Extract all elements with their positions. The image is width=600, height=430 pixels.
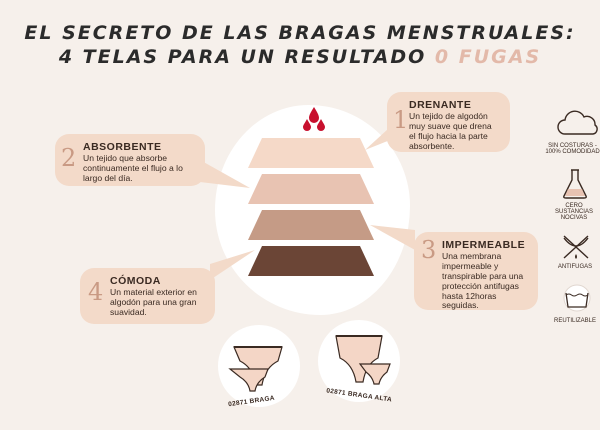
card-absorbente: 2 ABSORBENTE Un tejido que absorbe conti… [55,134,205,186]
feature-cero-sustancias: CERO SUSTANCIAS NOCIVAS [555,203,593,221]
card-comoda: 4 CÓMODA Un material exterior en algodón… [80,268,215,324]
title-main: 4 TELAS PARA UN RESULTADO [58,46,427,68]
card-number: 2 [61,144,77,172]
title-line-1: EL SECRETO DE LAS BRAGAS MENSTRUALES: [24,22,576,44]
no-leak-icon [563,235,589,259]
product-braga [218,325,300,407]
layer-drenante [248,138,374,168]
flask-icon [563,169,587,199]
card-drenante: 1 DRENANTE Un tejido de algodón muy suav… [387,92,510,152]
card-number: 1 [393,106,409,134]
tail-comoda [210,250,255,280]
card-heading: IMPERMEABLE [442,239,526,251]
layer-comoda [248,246,374,276]
card-heading: DRENANTE [409,99,472,111]
card-body: Un material exterior en algodón para una… [110,287,197,317]
feature-antifugas: ANTIFUGAS [557,264,593,270]
brief-icon [228,346,283,392]
tail-impermeable [370,225,415,250]
card-body: Una membrana impermeable y transpirable … [442,251,524,311]
layer-impermeable [248,210,374,240]
blood-drops-icon [300,106,328,136]
card-heading: ABSORBENTE [83,141,162,153]
card-body: Un tejido de algodón muy suave que drena… [409,111,492,151]
washing-icon [563,284,591,312]
cloud-icon [557,110,598,135]
card-number: 4 [88,278,104,306]
layer-absorbente [248,174,374,204]
feature-reutilizable: REUTILIZABLE [553,318,596,324]
title-accent: 0 FUGAS [434,46,542,68]
product-braga-alta [318,320,400,402]
card-number: 3 [421,236,437,264]
card-impermeable: 3 IMPERMEABLE Una membrana impermeable y… [414,232,538,310]
card-heading: CÓMODA [110,275,161,287]
high-brief-icon [335,335,391,385]
card-body: Un tejido que absorbe continuamente el f… [83,153,183,183]
feature-sin-costuras: SIN COSTURAS - 100% COMODIDAD [545,143,600,155]
title-line-2: 4 TELAS PARA UN RESULTADO 0 FUGAS [0,46,600,68]
tail-absorbente [200,160,250,188]
